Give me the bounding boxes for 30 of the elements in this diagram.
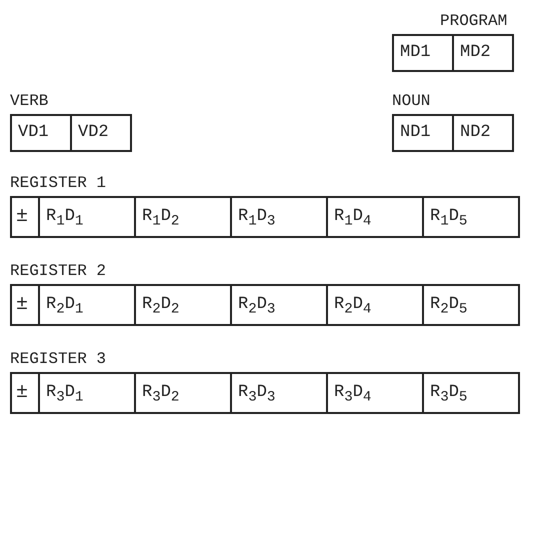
digit-cell: R$_{2}$D$_{4}$ [326, 284, 424, 326]
digit-cell: R$_{2}$D$_{1}$ [38, 284, 136, 326]
digit-cell: R$_{2}$D$_{2}$ [134, 284, 232, 326]
digit-cell: R$_{1}$D$_{3}$ [230, 196, 328, 238]
digit-cell: MD2 [452, 34, 514, 72]
digit-cell: VD1 [10, 114, 72, 152]
group-heading: VERB [10, 91, 50, 112]
digit-cell: VD2 [70, 114, 132, 152]
group-heading: REGISTER 3 [10, 349, 108, 370]
group-heading: REGISTER 1 [10, 173, 108, 194]
digit-cell: MD1 [392, 34, 454, 72]
digit-cell: R$_{2}$D$_{5}$ [422, 284, 520, 326]
group-heading: PROGRAM [439, 11, 508, 32]
digit-cell: R$_{3}$D$_{5}$ [422, 372, 520, 414]
digit-cell: R$_{2}$D$_{3}$ [230, 284, 328, 326]
group-heading: REGISTER 2 [10, 261, 108, 282]
digit-cell: R$_{3}$D$_{4}$ [326, 372, 424, 414]
digit-cell: R$_{3}$D$_{2}$ [134, 372, 232, 414]
digit-cell: R$_{1}$D$_{1}$ [38, 196, 136, 238]
sign-digit-cell: ± [10, 284, 40, 326]
sign-digit-cell: ± [10, 372, 40, 414]
digit-cell: ND1 [392, 114, 454, 152]
sign-digit-cell: ± [10, 196, 40, 238]
digit-cell: ND2 [452, 114, 514, 152]
group-heading: NOUN [392, 91, 432, 112]
digit-cell: R$_{1}$D$_{4}$ [326, 196, 424, 238]
digit-cell: R$_{3}$D$_{1}$ [38, 372, 136, 414]
digit-cell: R$_{1}$D$_{5}$ [422, 196, 520, 238]
digit-cell: R$_{3}$D$_{3}$ [230, 372, 328, 414]
digit-cell: R$_{1}$D$_{2}$ [134, 196, 232, 238]
